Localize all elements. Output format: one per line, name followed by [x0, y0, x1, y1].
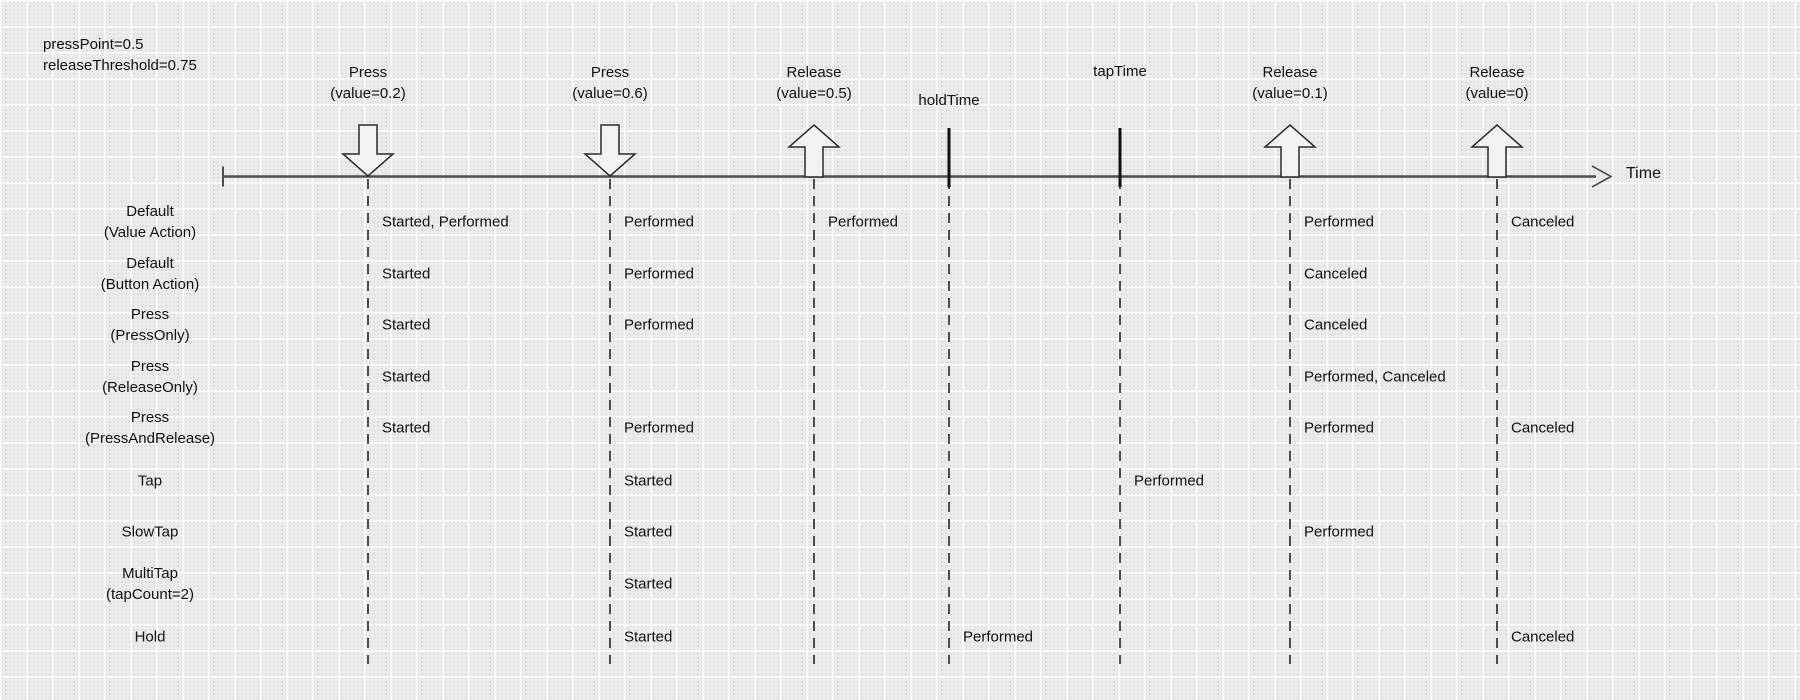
release-value-0-5-label-line: Release: [786, 64, 842, 81]
row-label-press-press-only: Press (PressOnly): [40, 304, 260, 346]
release-value-0-1-label-line: Release: [1262, 64, 1318, 81]
row-label-line: Hold: [134, 628, 166, 646]
row-label-press-press-and-release: Press (PressAndRelease): [40, 407, 260, 449]
press-value-0-2-label: Press (value=0.2): [330, 62, 405, 104]
event-state-default-button-action-at-press-value-0-2: Started: [382, 265, 431, 283]
tap-time-label-line: tapTime: [1093, 63, 1147, 80]
event-state-default-button-action-at-press-value-0-6: Performed: [624, 265, 695, 283]
row-label-tap: Tap: [40, 471, 260, 492]
event-state-tap-at-tap-time: Performed: [1134, 472, 1205, 490]
event-state-press-press-and-release-at-press-value-0-2: Started: [382, 419, 431, 437]
event-state-default-value-action-at-release-value-0: Canceled: [1511, 213, 1575, 231]
row-label-hold: Hold: [40, 627, 260, 648]
row-label-line: Press: [130, 306, 170, 323]
tap-time-label: tapTime: [1093, 61, 1147, 82]
event-state-tap-at-press-value-0-6: Started: [624, 472, 673, 490]
press-value-0-2-label-line: (value=0.2): [330, 85, 406, 102]
press-down-arrow-icon: [341, 124, 395, 177]
row-label-line: (Value Action): [103, 224, 197, 241]
time-axis-label: Time: [1626, 164, 1661, 182]
event-state-press-press-and-release-at-release-value-0: Canceled: [1511, 419, 1575, 437]
release-value-0-label-line: (value=0): [1465, 85, 1529, 102]
press-value-0-2-label-line: Press: [348, 64, 388, 81]
event-state-press-release-only-at-press-value-0-2: Started: [382, 368, 431, 386]
press-value-0-6-label-line: Press: [590, 64, 630, 81]
row-label-default-value-action: Default (Value Action): [40, 201, 260, 243]
event-state-press-press-only-at-press-value-0-2: Started: [382, 316, 431, 334]
row-label-line: Tap: [137, 472, 163, 490]
release-value-0-label: Release (value=0): [1466, 62, 1529, 104]
hold-time-label-line: holdTime: [918, 92, 980, 109]
release-up-arrow-icon: [1263, 124, 1317, 178]
event-state-default-value-action-at-release-value-0-5: Performed: [828, 213, 899, 231]
row-label-line: Press: [130, 358, 170, 375]
release-threshold-param: releaseThreshold=0.75: [43, 57, 197, 74]
row-label-press-release-only: Press (ReleaseOnly): [40, 356, 260, 398]
row-label-line: MultiTap: [122, 565, 178, 582]
event-state-press-release-only-at-release-value-0-1: Performed, Canceled: [1304, 368, 1446, 386]
row-label-default-button-action: Default (Button Action): [40, 253, 260, 295]
row-label-line: Press: [130, 409, 170, 426]
row-label-slow-tap: SlowTap: [40, 522, 260, 543]
row-label-line: (tapCount=2): [106, 586, 194, 603]
event-state-default-value-action-at-press-value-0-6: Performed: [624, 213, 695, 231]
press-value-0-6-label-line: (value=0.6): [572, 85, 648, 102]
event-state-press-press-and-release-at-press-value-0-6: Performed: [624, 419, 695, 437]
row-label-multi-tap: MultiTap (tapCount=2): [40, 563, 260, 605]
row-label-line: SlowTap: [121, 523, 179, 541]
event-state-default-value-action-at-press-value-0-2: Started, Performed: [382, 213, 509, 231]
release-value-0-1-label: Release (value=0.1): [1252, 62, 1327, 104]
hold-time-label: holdTime: [918, 90, 979, 111]
row-label-line: Default: [126, 255, 174, 272]
press-point-param: pressPoint=0.5: [43, 36, 144, 53]
time-axis-arrowhead-icon: [1591, 165, 1613, 188]
release-up-arrow-icon: [787, 124, 841, 178]
event-state-press-press-only-at-release-value-0-1: Canceled: [1304, 316, 1368, 334]
event-state-slow-tap-at-press-value-0-6: Started: [624, 523, 673, 541]
event-state-press-press-and-release-at-release-value-0-1: Performed: [1304, 419, 1375, 437]
release-value-0-5-label-line: (value=0.5): [776, 85, 852, 102]
row-label-line: (PressOnly): [110, 327, 190, 344]
release-up-arrow-icon: [1470, 124, 1524, 178]
event-state-hold-at-release-value-0: Canceled: [1511, 628, 1575, 646]
event-state-hold-at-press-value-0-6: Started: [624, 628, 673, 646]
release-value-0-5-label: Release (value=0.5): [776, 62, 851, 104]
release-value-0-1-label-line: (value=0.1): [1252, 85, 1328, 102]
event-state-hold-at-hold-time: Performed: [963, 628, 1034, 646]
event-state-press-press-only-at-press-value-0-6: Performed: [624, 316, 695, 334]
press-value-0-6-label: Press (value=0.6): [572, 62, 647, 104]
row-label-line: (Button Action): [100, 276, 200, 293]
parameters-note: pressPoint=0.5 releaseThreshold=0.75: [43, 34, 197, 76]
event-state-default-button-action-at-release-value-0-1: Canceled: [1304, 265, 1368, 283]
row-label-line: Default: [126, 203, 174, 220]
row-label-line: (PressAndRelease): [84, 430, 216, 447]
release-value-0-label-line: Release: [1469, 64, 1525, 81]
press-down-arrow-icon: [583, 124, 637, 177]
event-state-multi-tap-at-press-value-0-6: Started: [624, 575, 673, 593]
row-label-line: (ReleaseOnly): [102, 379, 198, 396]
event-state-default-value-action-at-release-value-0-1: Performed: [1304, 213, 1375, 231]
event-state-slow-tap-at-release-value-0-1: Performed: [1304, 523, 1375, 541]
